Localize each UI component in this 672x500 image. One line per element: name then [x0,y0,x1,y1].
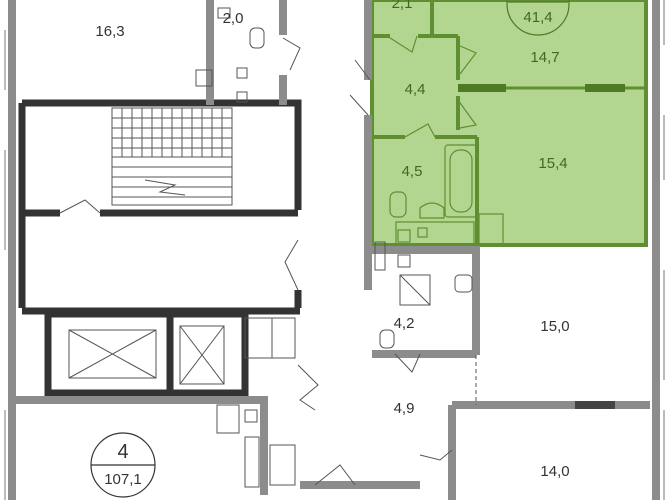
room-area: 2,0 [223,10,244,27]
apartment-total-area: 107,1 [104,471,142,488]
apartment-4-badge[interactable]: 4 107,1 [90,432,156,498]
room-area: 14,7 [530,49,559,66]
room-area: 4,9 [394,400,415,417]
room-area: 2,1 [392,0,413,12]
room-area: 15,0 [540,318,569,335]
interior-walls [15,0,650,500]
room-area: 4,5 [402,163,423,180]
room-area: 15,4 [538,155,567,172]
room-area: 4,2 [394,315,415,332]
room-area: 14,0 [540,463,569,480]
apartment-area-badge: 41,4 [506,0,570,36]
apartment-total-area: 41,4 [523,9,552,26]
highlighted-apartment[interactable]: 41,4 2,1 14,7 4,4 4,5 15,4 [370,0,648,247]
apartment-number: 4 [117,441,128,463]
room-area: 16,3 [95,23,124,40]
room-area: 4,4 [405,81,426,98]
fixtures [195,7,477,488]
